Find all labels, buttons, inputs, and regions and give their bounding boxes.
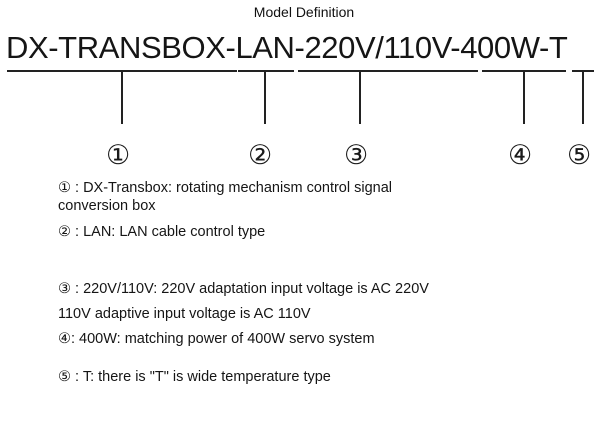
description-line: conversion box bbox=[58, 198, 156, 214]
marker-2: ② bbox=[248, 140, 273, 171]
description-line: ⑤ : T: there is "T" is wide temperature … bbox=[58, 369, 331, 385]
bracket-segment-2 bbox=[238, 70, 294, 72]
leader-line-5 bbox=[582, 70, 584, 124]
marker-3: ③ bbox=[344, 140, 369, 171]
description-line: ③ : 220V/110V: 220V adaptation input vol… bbox=[58, 281, 429, 297]
diagram-title: Model Definition bbox=[253, 4, 355, 20]
leader-line-4 bbox=[523, 70, 525, 124]
leader-line-3 bbox=[359, 70, 361, 124]
leader-line-1 bbox=[121, 70, 123, 124]
bracket-segment-3 bbox=[298, 70, 478, 72]
model-code: DX-TRANSBOX-LAN-220V/110V-400W-T bbox=[6, 30, 568, 65]
leader-line-2 bbox=[264, 70, 266, 124]
marker-5: ⑤ bbox=[567, 140, 592, 171]
description-line: ① : DX-Transbox: rotating mechanism cont… bbox=[58, 180, 393, 196]
description-line: ④: 400W: matching power of 400W servo sy… bbox=[58, 331, 375, 347]
description-line: ② : LAN: LAN cable control type bbox=[58, 224, 266, 240]
description-line: 110V adaptive input voltage is AC 110V bbox=[58, 306, 311, 322]
marker-4: ④ bbox=[508, 140, 533, 171]
marker-1: ① bbox=[106, 140, 131, 171]
